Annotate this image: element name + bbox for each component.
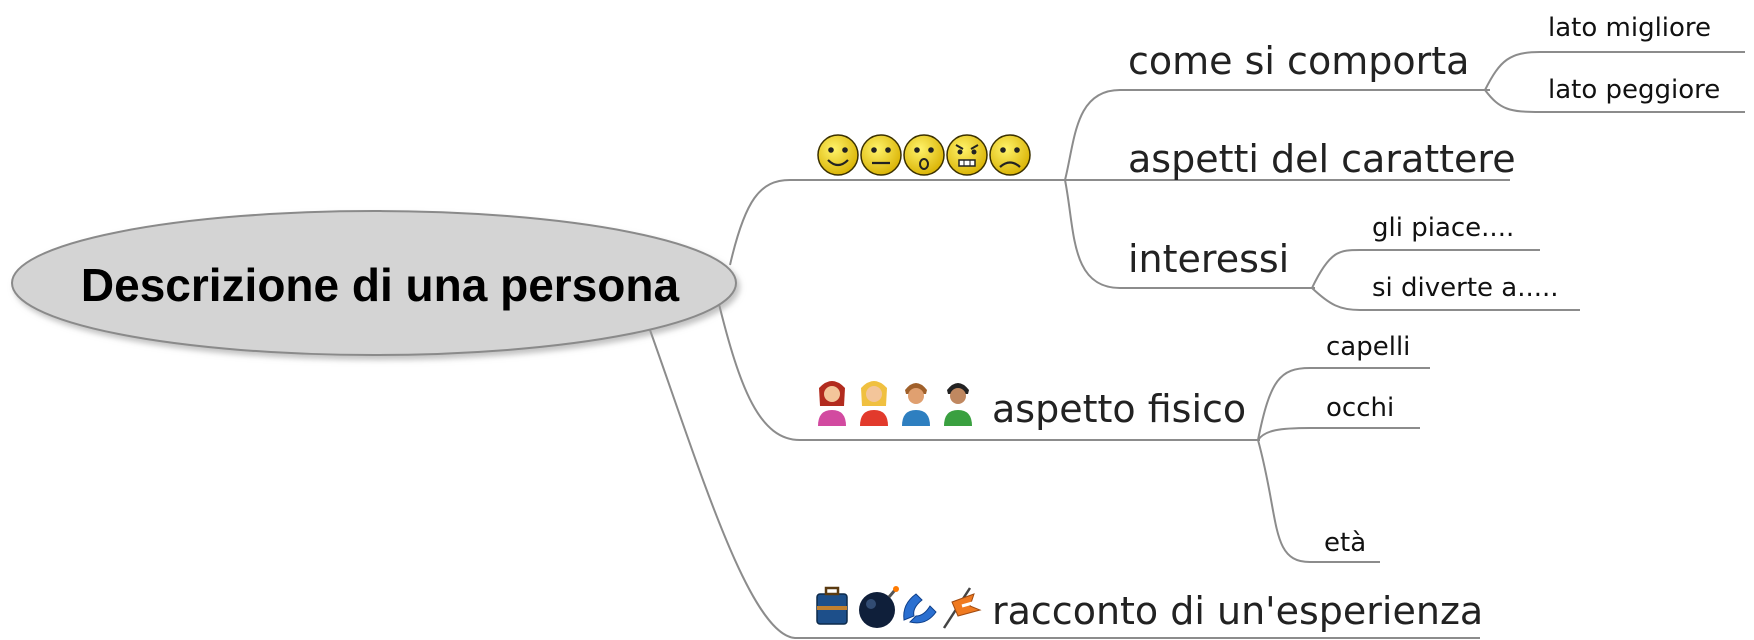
root-node-label[interactable]: Descrizione di una persona [80, 259, 680, 311]
connector-root-fisico [717, 299, 1260, 441]
suitcase-icon [816, 586, 848, 625]
surprised-face-icon [903, 134, 945, 176]
woman-redhead-icon [818, 381, 846, 426]
branch-label-aspetti-carattere[interactable]: aspetti del carattere [1128, 137, 1516, 181]
leaf-label-occhi[interactable]: occhi [1326, 393, 1395, 423]
connector-comporta-peggiore [1484, 89, 1745, 113]
connector-root-carattere [729, 179, 1070, 266]
connector-interessi-piace [1311, 249, 1540, 289]
man-brown-icon [902, 383, 930, 426]
connector-fisico-occhi [1257, 427, 1420, 441]
leaf-label-lato-migliore[interactable]: lato migliore [1548, 13, 1712, 43]
connector-interessi-diverte [1311, 287, 1580, 311]
leaf-label-gli-piace[interactable]: gli piace.... [1372, 213, 1515, 243]
connector-carattere-comporta [1064, 89, 1490, 181]
leaf-label-lato-peggiore[interactable]: lato peggiore [1548, 75, 1721, 105]
branch-label-comporta[interactable]: come si comporta [1128, 39, 1470, 83]
emotion-icons [817, 134, 1031, 176]
leaf-label-capelli[interactable]: capelli [1326, 332, 1411, 362]
smile-icon [817, 134, 859, 176]
leaf-label-si-diverte[interactable]: si diverte a..... [1372, 273, 1559, 303]
branch-label-interessi[interactable]: interessi [1128, 237, 1290, 281]
connector-root-esperienza [649, 329, 1480, 639]
telephone-icon [903, 593, 937, 624]
sad-face-icon [989, 134, 1031, 176]
bomb-icon [859, 586, 899, 628]
neutral-face-icon [860, 134, 902, 176]
man-dark-icon [944, 383, 972, 426]
leaf-label-eta[interactable]: età [1324, 528, 1367, 558]
angry-face-icon [946, 134, 988, 176]
branch-label-aspetto-fisico[interactable]: aspetto fisico [992, 387, 1247, 431]
branch-label-racconto-esperienza[interactable]: racconto di un'esperienza [992, 589, 1484, 633]
root-node-shape[interactable] [11, 210, 737, 356]
connector-comporta-migliore [1484, 51, 1745, 91]
flag-icon [942, 587, 982, 629]
experience-icons [816, 586, 982, 629]
woman-blonde-icon [860, 381, 888, 426]
connector-fisico-capelli [1257, 367, 1430, 441]
connector-fisico-eta [1257, 439, 1380, 563]
connector-carattere-interessi [1064, 179, 1315, 289]
people-icons [818, 381, 972, 426]
